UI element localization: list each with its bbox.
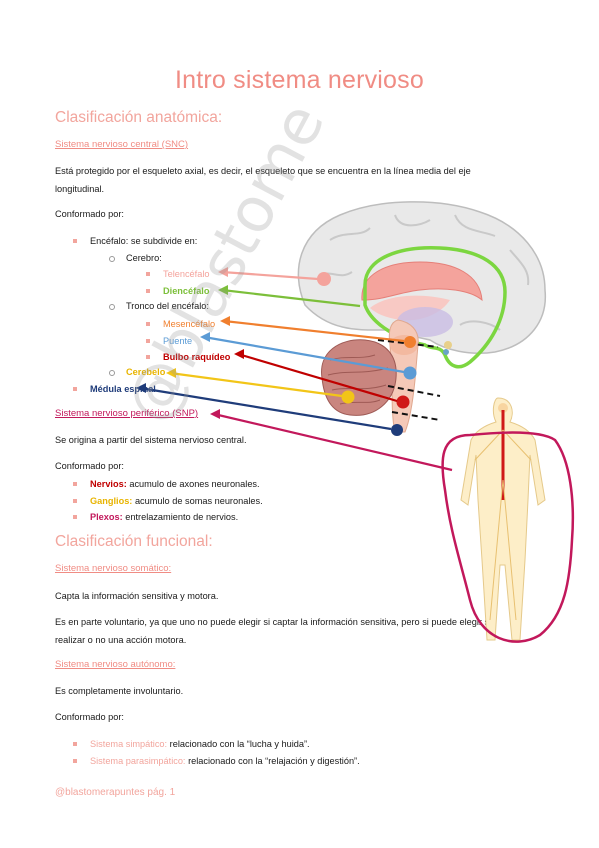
cerebro-item: Cerebro: [126,253,162,263]
diencefalo-item: Diencéfalo [163,286,210,296]
conformado-funcional-label: Conformado por: [55,712,124,722]
snc-description: Está protegido por el esqueleto axial, e… [55,162,555,198]
snc-heading: Sistema nervioso central (SNC) [55,139,189,150]
mesencefalo-marker [404,336,416,348]
conformado-label: Conformado por: [55,209,124,219]
bullet-square [146,339,150,343]
puente-marker [403,366,417,380]
bulbo-item: Bulbo raquídeo [163,352,231,362]
tronco-item: Tronco del encéfalo: [126,301,209,311]
ganglios-label: Ganglios: [90,496,133,506]
bullet-square [146,322,150,326]
simpatico-text: relacionado con la “lucha y huida”. [169,739,310,749]
bullet-square [73,759,77,763]
encefalo-item: Encéfalo: se subdivide en: [90,236,198,246]
bulbo-marker [396,395,410,409]
plexos-item: Plexos: entrelazamiento de nervios. [90,511,238,523]
mesencefalo-item: Mesencéfalo [163,319,216,329]
brain-illustration [297,201,547,433]
bullet-circle [109,256,115,262]
puente-item: Puente [163,336,193,346]
somatico-heading: Sistema nervioso somático: [55,563,172,574]
snp-heading: Sistema nervioso periférico (SNP) [55,408,199,419]
cerebelo-marker [341,390,355,404]
footer: @blastomerapuntes pág. 1 [55,787,176,798]
plexos-label: Plexos: [90,512,123,522]
bullet-square [146,272,150,276]
bullet-square [73,482,77,486]
body-illustration [441,397,575,643]
snc-description-line-2: longitudinal. [55,184,105,194]
somatico-text-2a: Es en parte voluntario, ya que uno no pu… [55,617,492,627]
bullet-circle [109,370,115,376]
ganglios-item: Ganglios: acumulo de somas neuronales. [90,495,263,507]
nervios-label: Nervios: [90,479,127,489]
parasimpatico-item: Sistema parasimpático: relacionado con l… [90,755,360,767]
somatico-text-2: Es en parte voluntario, ya que uno no pu… [55,613,555,649]
telencefalo-marker [317,272,331,286]
somatico-text-2b: realizar o no una acción motora. [55,635,187,645]
snp-description: Se origina a partir del sistema nervioso… [55,435,247,445]
bullet-square [73,387,77,391]
bullet-square [146,355,150,359]
bullet-square [73,742,77,746]
anatomica-heading: Clasificación anatómica: [55,109,223,126]
nervios-item: Nervios: acumulo de axones neuronales. [90,478,260,490]
conformado-snp-label: Conformado por: [55,461,124,471]
somatico-text-1: Capta la información sensitiva y motora. [55,591,219,601]
simpatico-item: Sistema simpático: relacionado con la “l… [90,738,310,750]
medula-item: Médula espinal [90,384,156,394]
bullet-square [73,499,77,503]
autonomo-text: Es completamente involuntario. [55,686,184,696]
telencefalo-item: Telencéfalo [163,269,210,279]
medula-marker [391,424,403,436]
plexos-text: entrelazamiento de nervios. [125,512,239,522]
bullet-square [73,515,77,519]
ganglios-text: acumulo de somas neuronales. [134,496,263,506]
simpatico-label: Sistema simpático: [90,739,168,749]
bullet-square [73,239,77,243]
snc-description-line-1: Está protegido por el esqueleto axial, e… [55,166,471,176]
nervios-text: acumulo de axones neuronales. [129,479,260,489]
bullet-square [146,289,150,293]
cerebelo-item: Cerebelo [126,367,166,377]
parasimpatico-label: Sistema parasimpático: [90,756,186,766]
page-title: Intro sistema nervioso [175,66,424,94]
bullet-circle [109,304,115,310]
autonomo-heading: Sistema nervioso autónomo: [55,659,176,670]
parasimpatico-text: relacionado con la “relajación y digesti… [188,756,360,766]
funcional-heading: Clasificación funcional: [55,533,213,550]
